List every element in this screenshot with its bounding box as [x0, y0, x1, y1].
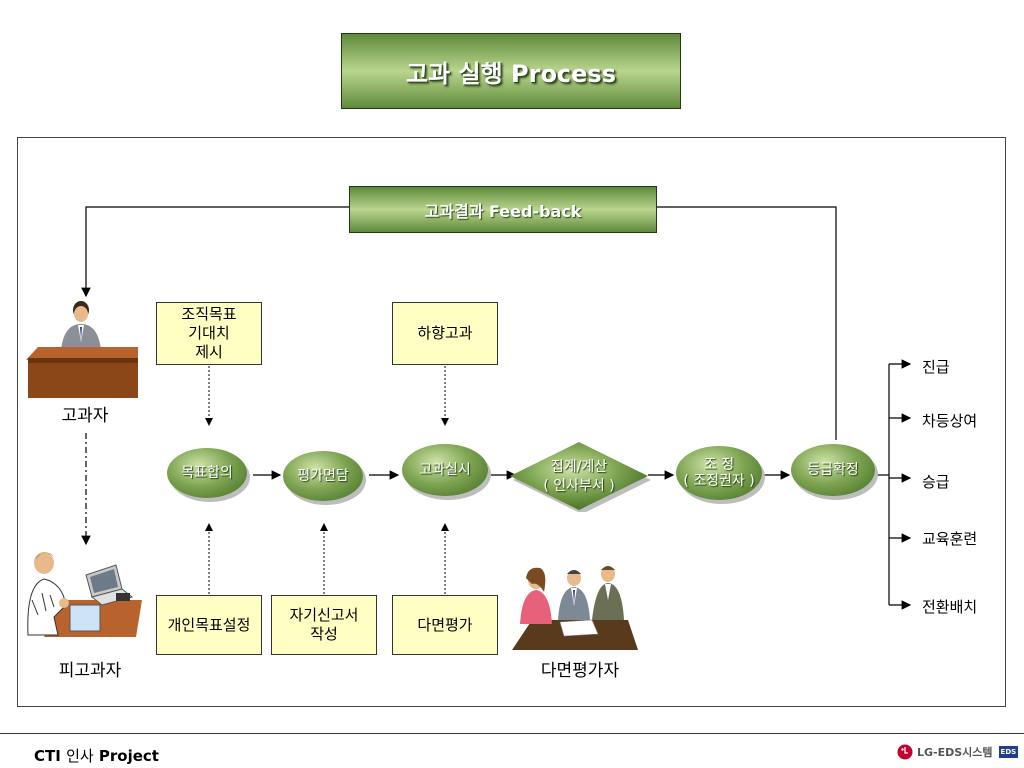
outcome-reassignment: 전환배치: [922, 598, 978, 616]
eds-badge: EDS: [998, 746, 1019, 758]
step-evaluation-execution: 고과실시: [402, 444, 488, 496]
multi-evaluator-illustration: [512, 566, 638, 650]
footer-suffix: Project: [98, 747, 159, 765]
evaluator-label: 고과자: [61, 406, 109, 426]
footer-middle: 인사: [66, 747, 94, 765]
org-goal-box: 조직목표 기대치 제시: [156, 302, 262, 365]
step-evaluation-interview-label: 평가면담: [297, 468, 349, 484]
outcome-promotion: 진급: [922, 358, 950, 376]
page-title-text: 고과 실행 Process: [405, 59, 617, 88]
down-eval-box: 하향고과: [392, 302, 498, 365]
footer-divider: [0, 733, 1024, 734]
step-adjustment: 조 정 ( 조정권자 ): [676, 446, 762, 500]
footer-logo-text: LG-EDS시스템: [917, 746, 993, 759]
step-grade-confirmation: 등급확정: [791, 444, 875, 496]
lg-logo-icon: [897, 744, 913, 760]
diagram-frame: [17, 137, 1006, 707]
footer-logo: LG-EDS시스템 EDS: [897, 744, 1019, 760]
feedback-box: 고과결과 Feed-back: [349, 186, 657, 233]
footer-prefix: CTI: [34, 747, 61, 765]
footer-project: CTI 인사 Project: [34, 745, 159, 766]
step-adjustment-label: 조 정 ( 조정권자 ): [683, 457, 755, 489]
step-grade-confirmation-label: 등급확정: [807, 462, 859, 478]
multi-eval-box: 다면평가: [392, 595, 498, 655]
step-evaluation-interview: 평가면담: [283, 451, 363, 501]
evaluator-illustration: [26, 301, 138, 398]
page-title: 고과 실행 Process: [341, 33, 681, 109]
step-aggregation-label: 집계/계산 ( 인사부서 ): [543, 459, 615, 494]
step-goal-agreement-label: 목표합의: [181, 465, 233, 481]
evaluatee-label: 피고과자: [58, 661, 122, 681]
evaluatee-illustration: [27, 552, 142, 637]
self-report-box: 자기신고서 작성: [271, 595, 377, 655]
outcome-pay-raise: 승급: [922, 473, 950, 491]
personal-goal-box: 개인목표설정: [156, 595, 262, 655]
step-goal-agreement: 목표합의: [167, 448, 247, 498]
outcome-training: 교육훈련: [922, 530, 978, 548]
multi-evaluator-label: 다면평가자: [540, 661, 620, 681]
feedback-line-right: [657, 206, 837, 440]
step-evaluation-execution-label: 고과실시: [419, 462, 471, 478]
feedback-text: 고과결과 Feed-back: [424, 201, 582, 221]
step-aggregation-diamond: [510, 442, 651, 512]
step-aggregation: 집계/계산 ( 인사부서 ): [509, 456, 649, 494]
feedback-line-left: [81, 206, 349, 298]
outcome-differential-bonus: 차등상여: [922, 412, 978, 430]
